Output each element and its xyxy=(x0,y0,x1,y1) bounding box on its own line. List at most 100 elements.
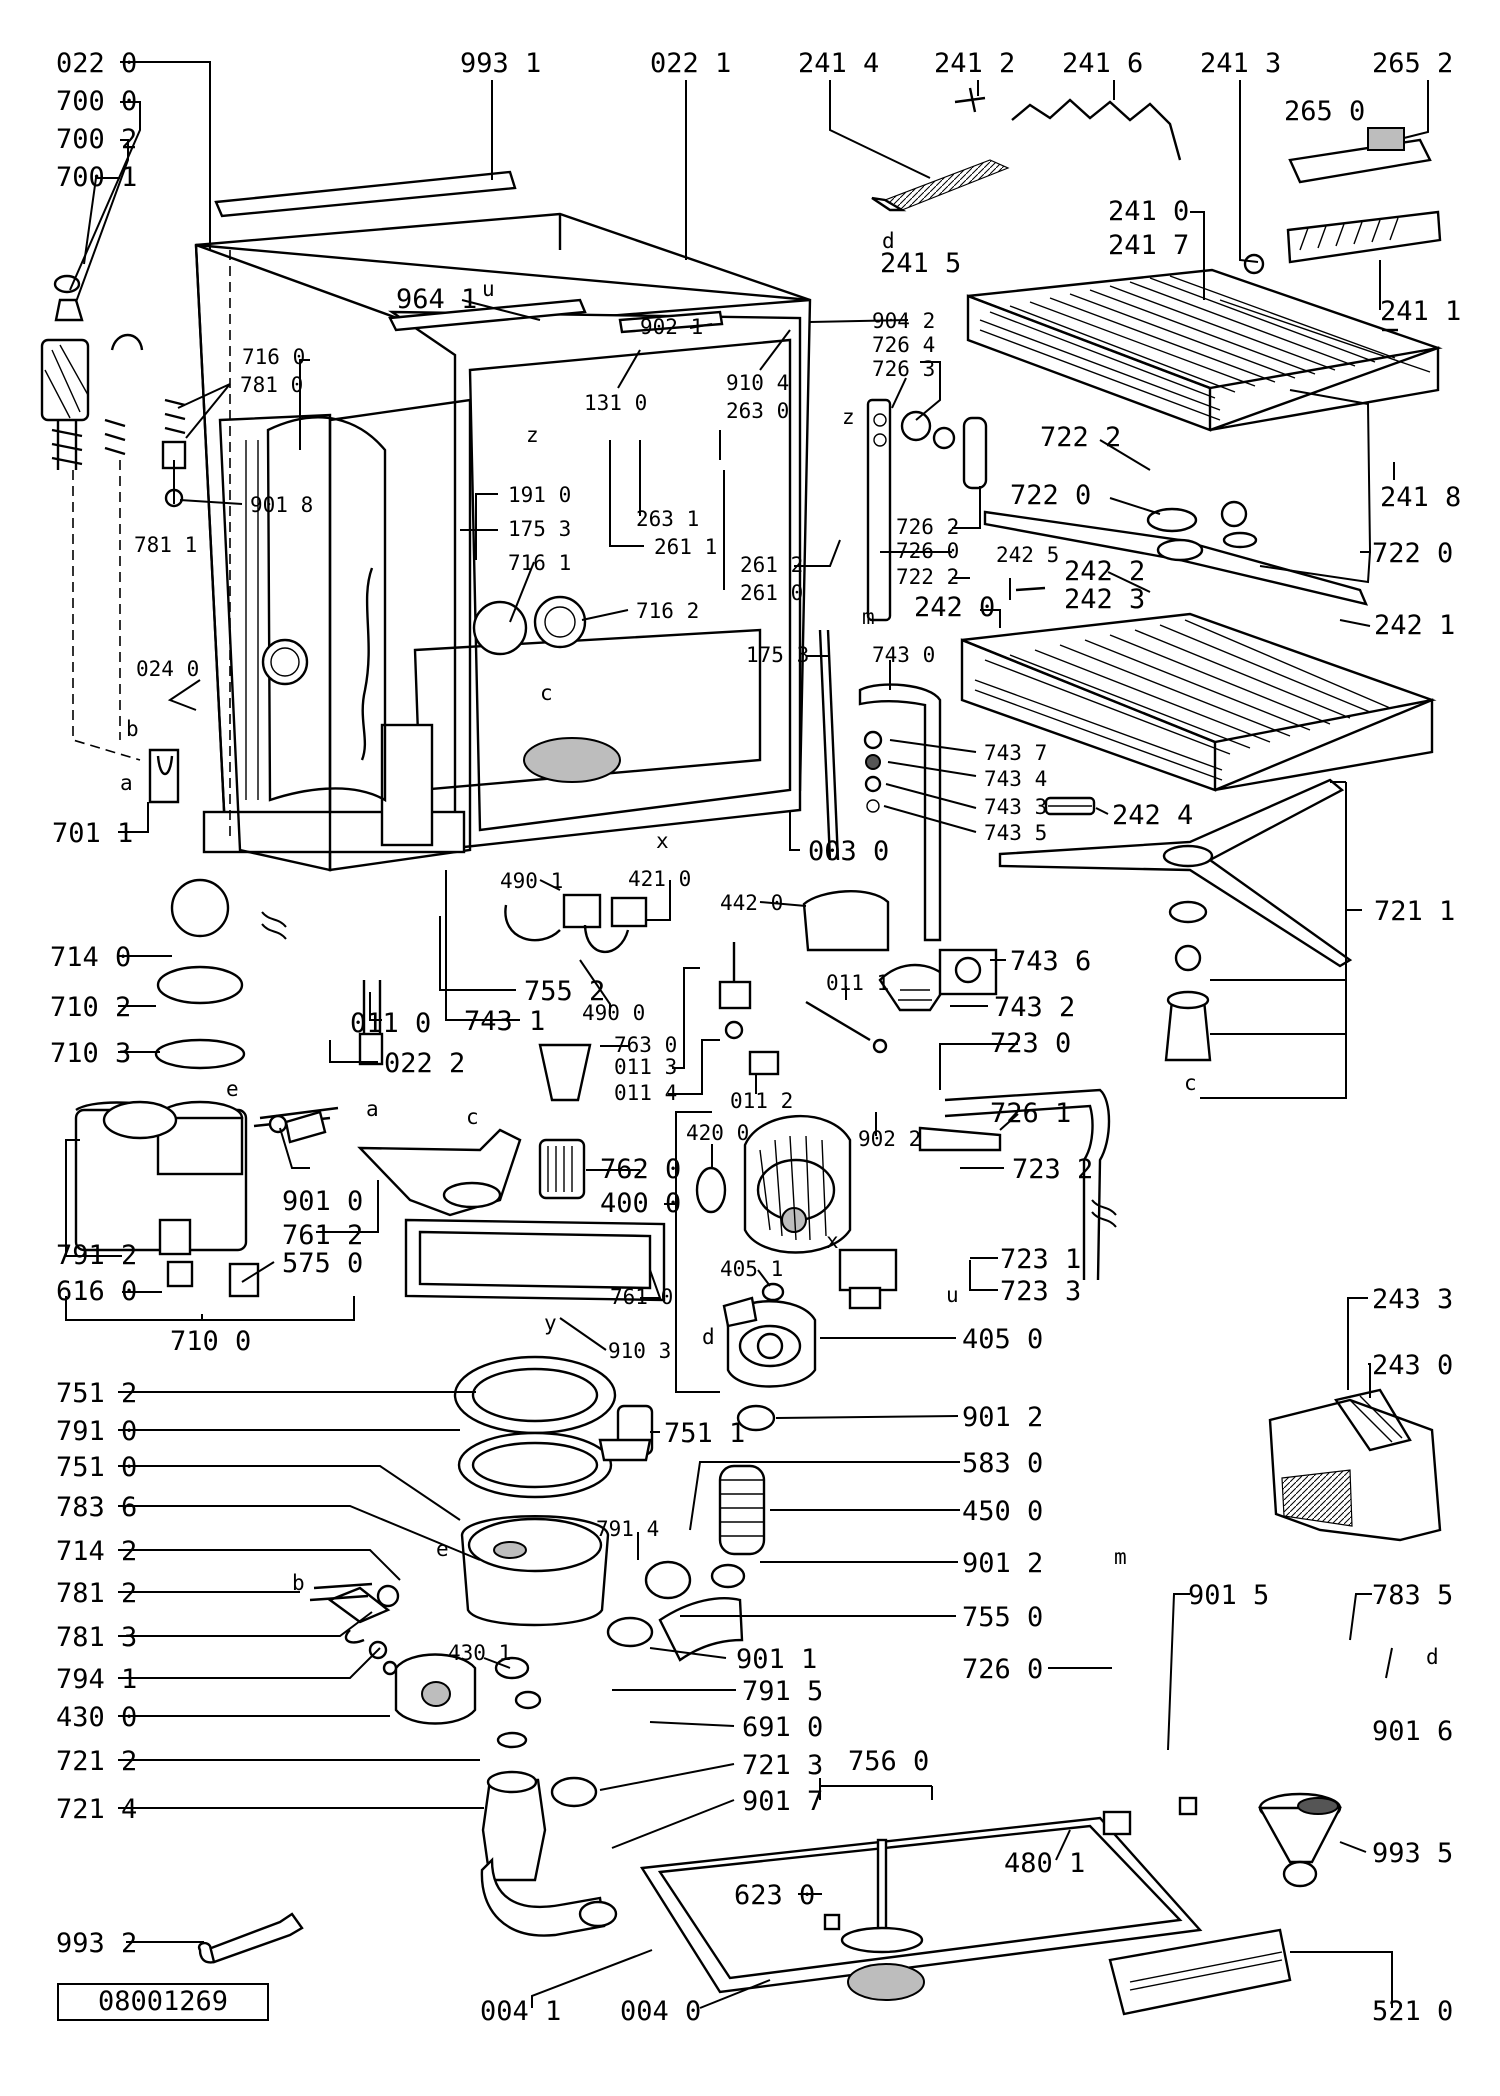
marker-c-1: c xyxy=(540,681,553,705)
marker-d-1: d xyxy=(882,229,895,253)
callout-743-5: 743 5 xyxy=(984,821,1047,845)
callout-910-4: 910 4 xyxy=(726,371,789,395)
callout-904-2: 904 2 xyxy=(872,309,935,333)
callout-743-0: 743 0 xyxy=(872,643,935,667)
callout-761-0: 761 0 xyxy=(610,1285,673,1309)
callout-743-7: 743 7 xyxy=(984,741,1047,765)
callout-003-0: 003 0 xyxy=(808,836,889,867)
callout-261-1: 261 1 xyxy=(654,535,717,559)
callout-691-0: 691 0 xyxy=(742,1712,823,1743)
misc-small-parts xyxy=(284,586,1096,1144)
callout-781-2: 781 2 xyxy=(56,1578,137,1609)
callout-022-2: 022 2 xyxy=(384,1048,465,1079)
callout-721-4: 721 4 xyxy=(56,1794,137,1825)
callout-791-5: 791 5 xyxy=(742,1676,823,1707)
marker-m-1: m xyxy=(862,605,875,629)
callout-701-1: 701 1 xyxy=(52,818,133,849)
callout-726-0b: 726 0 xyxy=(962,1654,1043,1685)
callout-726-1: 726 1 xyxy=(990,1098,1071,1129)
lower-rack xyxy=(960,612,1437,792)
water-tubes xyxy=(818,398,1111,1281)
callout-726-2: 726 2 xyxy=(896,515,959,539)
marker-b-2: b xyxy=(292,1571,305,1595)
dishwasher-cabinet xyxy=(194,212,812,872)
callout-910-3: 910 3 xyxy=(608,1339,671,1363)
callout-521-0: 521 0 xyxy=(1372,1996,1453,2027)
callout-751-0: 751 0 xyxy=(56,1452,137,1483)
callout-901-2a: 901 2 xyxy=(962,1402,1043,1433)
callout-710-2: 710 2 xyxy=(50,992,131,1023)
callout-242-0: 242 0 xyxy=(914,592,995,623)
callout-751-1: 751 1 xyxy=(664,1418,745,1449)
marker-x-2: x xyxy=(826,1229,839,1253)
marker-e-1: e xyxy=(226,1077,239,1101)
marker-e-2: e xyxy=(436,1537,449,1561)
callout-781-1: 781 1 xyxy=(134,533,197,557)
callout-191-0: 191 0 xyxy=(508,483,571,507)
callout-labels: 022 0 700 0 700 2 700 1 993 1 022 1 241 … xyxy=(50,48,1461,2027)
connection-markers: a a b b c c c d d d e e m m u u x x y z … xyxy=(120,229,1439,1669)
callout-261-0: 261 0 xyxy=(740,581,803,605)
circulation-pump-motor xyxy=(695,1114,898,1388)
callout-265-0: 265 0 xyxy=(1284,96,1365,127)
callout-011-2: 011 2 xyxy=(730,1089,793,1113)
callout-794-1: 794 1 xyxy=(56,1664,137,1695)
callout-241-4: 241 4 xyxy=(798,48,879,79)
callout-901-0: 901 0 xyxy=(282,1186,363,1217)
callout-901-1: 901 1 xyxy=(736,1644,817,1675)
upper-spray-arm xyxy=(983,500,1369,606)
callout-743-3: 743 3 xyxy=(984,795,1047,819)
callout-175-3a: 175 3 xyxy=(508,517,571,541)
callout-480-1: 480 1 xyxy=(1004,1848,1085,1879)
callout-583-0: 583 0 xyxy=(962,1448,1043,1479)
callout-575-0: 575 0 xyxy=(282,1248,363,1279)
callout-022-1: 022 1 xyxy=(650,48,731,79)
callout-993-5: 993 5 xyxy=(1372,1838,1453,1869)
callout-242-5: 242 5 xyxy=(996,543,1059,567)
callout-902-1: 902 1 xyxy=(640,315,703,339)
callout-901-6: 901 6 xyxy=(1372,1716,1453,1747)
callout-004-0: 004 0 xyxy=(620,1996,701,2027)
door-spring-assembly xyxy=(40,274,187,761)
hinge-bracket xyxy=(148,748,180,804)
filter-sump-assembly xyxy=(357,1043,666,1627)
callout-716-0: 716 0 xyxy=(242,345,305,369)
callout-902-2: 902 2 xyxy=(858,1127,921,1151)
marker-x-1: x xyxy=(656,829,669,853)
callout-241-1: 241 1 xyxy=(1380,296,1461,327)
callout-241-7: 241 7 xyxy=(1108,230,1189,261)
callout-721-1: 721 1 xyxy=(1374,896,1455,927)
marker-z-1: z xyxy=(526,423,539,447)
control-panel xyxy=(1108,1928,1292,2016)
callout-242-2: 242 2 xyxy=(1064,556,1145,587)
callout-723-2: 723 2 xyxy=(1012,1154,1093,1185)
marker-y-1: y xyxy=(544,1311,557,1335)
cutlery-basket xyxy=(1268,1388,1442,1542)
callout-751-2: 751 2 xyxy=(56,1378,137,1409)
callout-241-2: 241 2 xyxy=(934,48,1015,79)
callout-004-1: 004 1 xyxy=(480,1996,561,2027)
callout-242-3: 242 3 xyxy=(1064,584,1145,615)
callout-901-5: 901 5 xyxy=(1188,1580,1269,1611)
salt-funnel xyxy=(1257,1792,1342,1888)
marker-a-1: a xyxy=(120,771,133,795)
document-code: 08001269 xyxy=(98,1986,228,2017)
leader-lines xyxy=(65,61,1429,2009)
callout-265-2: 265 2 xyxy=(1372,48,1453,79)
callout-241-3: 241 3 xyxy=(1200,48,1281,79)
callout-420-0: 420 0 xyxy=(686,1121,749,1145)
callout-783-5: 783 5 xyxy=(1372,1580,1453,1611)
callout-405-0: 405 0 xyxy=(962,1324,1043,1355)
callout-716-1: 716 1 xyxy=(508,551,571,575)
callout-756-0: 756 0 xyxy=(848,1746,929,1777)
callout-721-2: 721 2 xyxy=(56,1746,137,1777)
callout-241-6: 241 6 xyxy=(1062,48,1143,79)
callout-442-0: 442 0 xyxy=(720,891,783,915)
rack-accessories xyxy=(871,87,1442,332)
callout-430-0: 430 0 xyxy=(56,1702,137,1733)
marker-u-2: u xyxy=(946,1283,959,1307)
callout-791-4: 791 4 xyxy=(596,1517,659,1541)
callout-714-2: 714 2 xyxy=(56,1536,137,1567)
break-marks xyxy=(261,911,1117,1228)
